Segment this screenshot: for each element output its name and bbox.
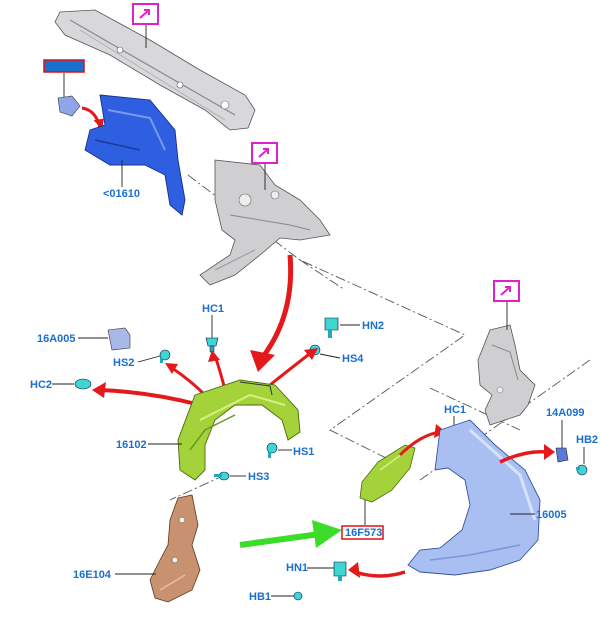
label-16F573-box: 16F573 <box>341 525 384 540</box>
label-01610: <01610 <box>103 188 140 200</box>
clip-HN1 <box>333 561 347 581</box>
clip-HS3 <box>214 471 230 481</box>
label-HB2: HB2 <box>576 434 598 446</box>
green-wheel-liner <box>177 379 301 481</box>
clip-HC1-upper <box>205 337 219 353</box>
label-14A099: 14A099 <box>546 407 585 419</box>
label-16102: 16102 <box>116 439 147 451</box>
callout-apron[interactable] <box>251 142 278 164</box>
label-16F573: 16F573 <box>345 527 382 539</box>
bracket-14A099 <box>555 447 569 463</box>
clip-HB2 <box>576 464 588 476</box>
cowl-top-beam <box>54 9 256 131</box>
label-HS4: HS4 <box>342 353 364 365</box>
label-HN1: HN1 <box>286 562 308 574</box>
label-HC2: HC2 <box>30 379 52 391</box>
hidden-label-box <box>43 59 85 73</box>
clip-HB1 <box>293 591 303 601</box>
clip-HS2 <box>159 349 171 363</box>
label-16E104: 16E104 <box>73 569 112 581</box>
label-HN2: HN2 <box>362 320 384 332</box>
label-HC1-upper: HC1 <box>202 303 224 315</box>
callout-top-beam[interactable] <box>132 3 159 25</box>
small-bracket-top <box>57 95 81 117</box>
copper-bracket-16E104 <box>149 494 201 603</box>
green-arrow <box>239 520 342 548</box>
fender-16005 <box>407 419 541 576</box>
label-HS1: HS1 <box>293 446 314 458</box>
insulator-16A005 <box>107 327 131 351</box>
gray-apron-structure <box>199 159 331 286</box>
callout-pillar[interactable] <box>493 280 520 302</box>
edit-arrow-icon <box>500 286 511 296</box>
blue-dash-panel <box>84 94 186 216</box>
label-HB1: HB1 <box>249 591 271 603</box>
clip-HC2 <box>74 378 92 390</box>
label-HS3: HS3 <box>248 471 269 483</box>
edit-arrow-icon <box>258 148 269 158</box>
small-liner-16F573 <box>359 444 416 503</box>
edit-arrow-icon <box>139 9 150 19</box>
label-HS2: HS2 <box>113 357 134 369</box>
label-16A005: 16A005 <box>37 333 76 345</box>
gray-pillar <box>477 324 536 426</box>
label-16005: 16005 <box>536 509 567 521</box>
label-HC1-lower: HC1 <box>444 404 466 416</box>
clip-HS1 <box>266 442 278 458</box>
clip-HN2 <box>324 317 339 338</box>
